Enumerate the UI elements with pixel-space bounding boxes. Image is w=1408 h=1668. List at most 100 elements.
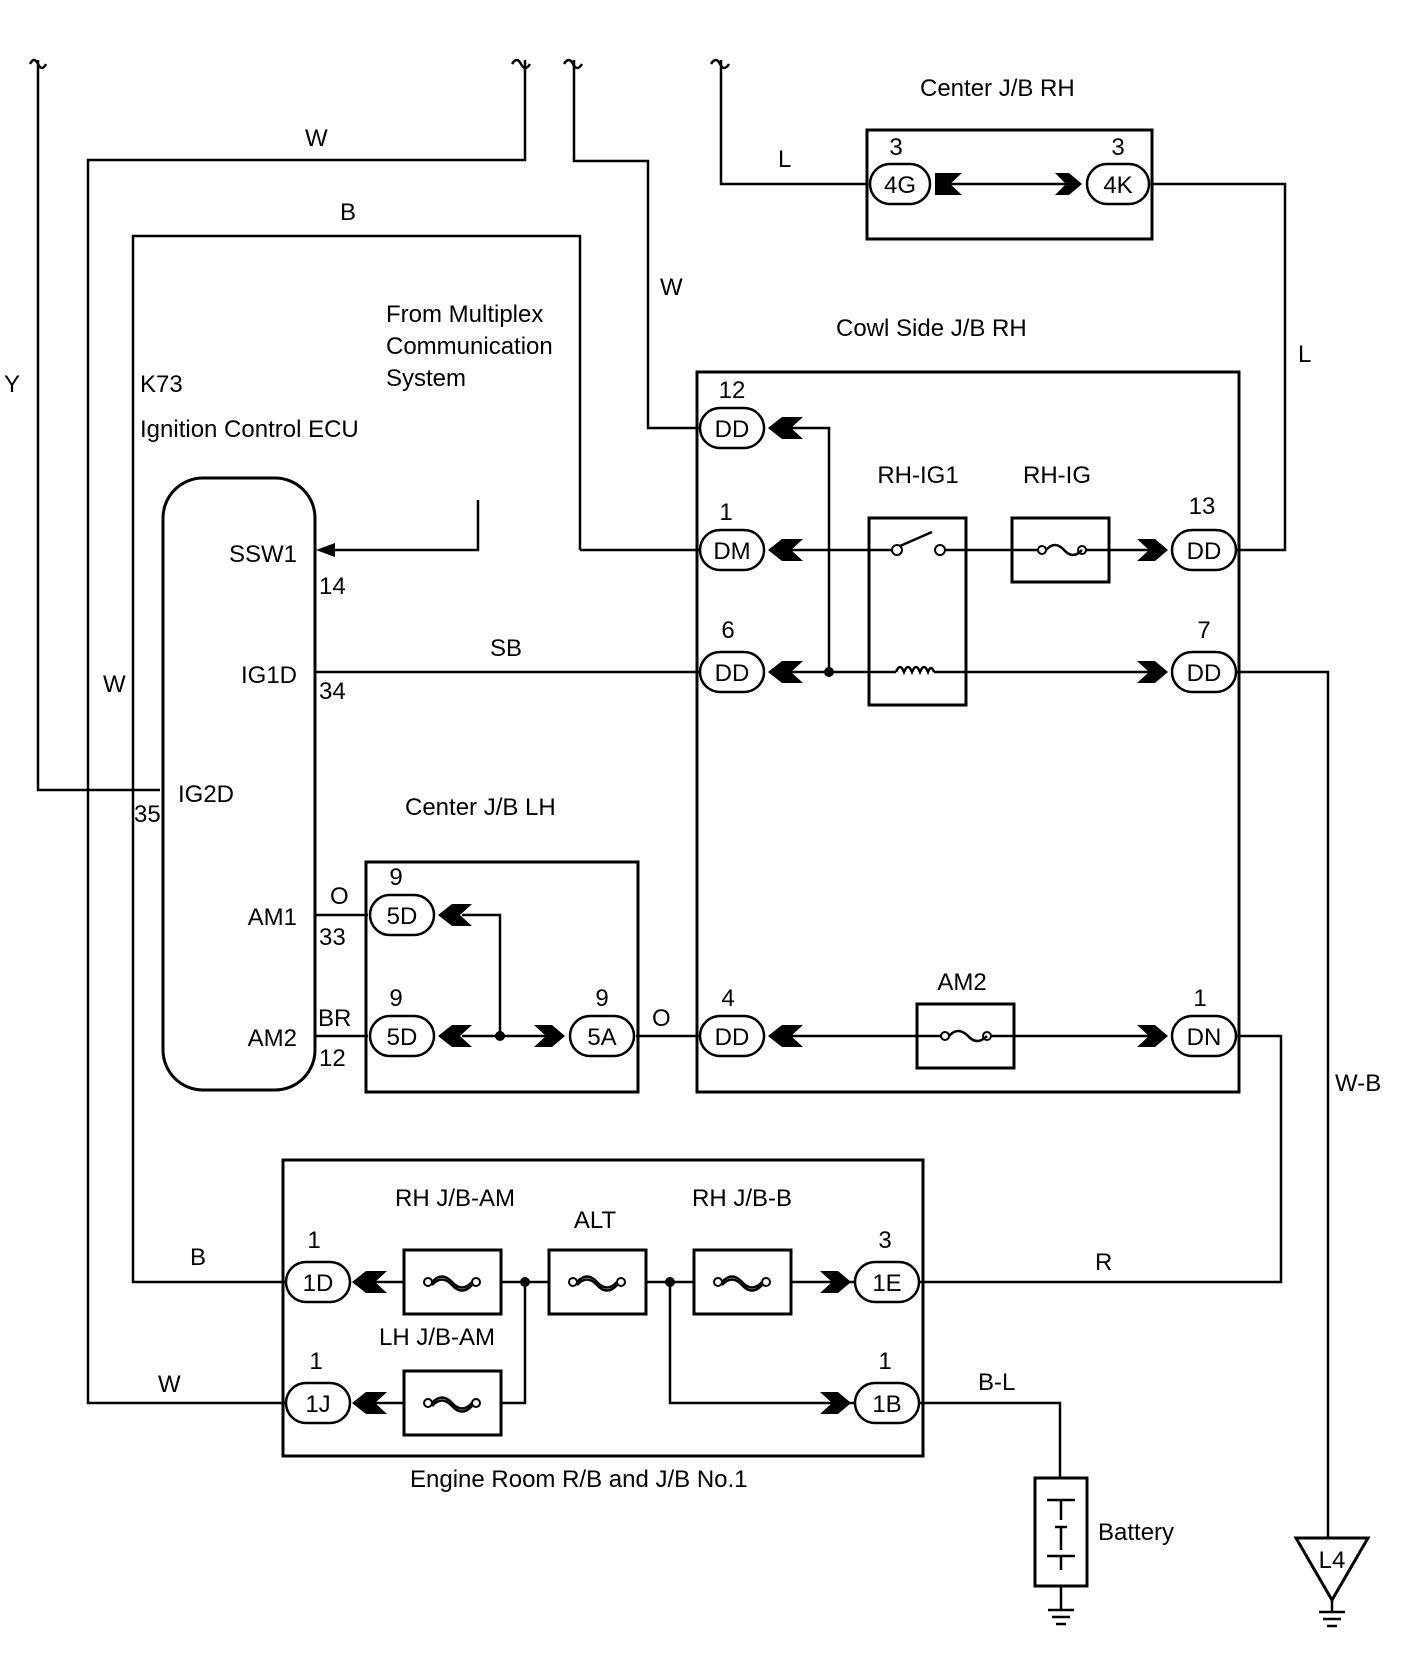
connector-1b: 1B 1 [820, 1348, 921, 1425]
multiplex-source-label: From Multiplex Communication System [386, 301, 553, 392]
svg-text:9: 9 [389, 985, 402, 1012]
pin-ig1d-num: 34 [319, 678, 346, 705]
wire-r [920, 1034, 1283, 1284]
ground-label: L4 [1319, 1547, 1346, 1574]
svg-text:3: 3 [1111, 134, 1124, 161]
svg-text:From Multiplex: From Multiplex [386, 301, 543, 328]
fuse-alt: ALT [547, 1207, 648, 1316]
svg-text:1E: 1E [872, 1270, 901, 1297]
wire-label-y: Y [4, 371, 20, 398]
svg-text:RH J/B-B: RH J/B-B [692, 1185, 792, 1212]
svg-text:6: 6 [721, 617, 734, 644]
connector-5d-am1: 5D 9 [368, 864, 472, 937]
ground-l4: L4 [1293, 1536, 1371, 1628]
pin-am1-name: AM1 [248, 904, 297, 931]
svg-text:DD: DD [1187, 538, 1222, 565]
junctions [495, 667, 834, 1287]
connector-1j: 1J 1 [284, 1348, 387, 1425]
svg-text:RH-IG: RH-IG [1023, 462, 1091, 489]
pin-am2-num: 12 [319, 1045, 346, 1072]
svg-text:ALT: ALT [574, 1207, 617, 1234]
engine-room-title: Engine Room R/B and J/B No.1 [410, 1466, 748, 1493]
wire-b-top [131, 234, 582, 1284]
svg-text:System: System [386, 365, 466, 392]
svg-text:DD: DD [1187, 660, 1222, 687]
wire-l-top [719, 60, 867, 186]
pin-ig1d-name: IG1D [241, 662, 297, 689]
wire-label-o-5a: O [652, 1005, 671, 1032]
svg-text:1: 1 [1193, 985, 1206, 1012]
svg-text:5A: 5A [587, 1024, 616, 1051]
cowl-side-jb-rh: Cowl Side J/B RH DD 12 DM 1 DD 6 DD 4 [695, 315, 1241, 1094]
fuse-lh-jb-am: LH J/B-AM [379, 1324, 503, 1437]
wire-w-top [86, 60, 527, 1405]
connector-1d: 1D 1 [284, 1227, 387, 1304]
wire-y [36, 60, 160, 792]
svg-text:RH-IG1: RH-IG1 [877, 462, 958, 489]
connector-dn-1: DN 1 [1137, 985, 1238, 1058]
wire-label-w-mid: W [660, 274, 683, 301]
wire-label-bl: B-L [978, 1369, 1015, 1396]
svg-text:RH J/B-AM: RH J/B-AM [395, 1185, 515, 1212]
center-jb-lh-title: Center J/B LH [405, 794, 556, 821]
wire-w-mid [572, 60, 700, 430]
connector-dd-12: DD 12 [698, 377, 803, 450]
svg-text:7: 7 [1197, 617, 1210, 644]
svg-text:1: 1 [309, 1348, 322, 1375]
svg-text:5D: 5D [387, 1024, 418, 1051]
wire-break-marks [28, 58, 731, 70]
wire-label-l-right: L [1298, 341, 1311, 368]
svg-text:Communication: Communication [386, 333, 553, 360]
connector-5d-am2: 5D 9 [368, 985, 472, 1058]
wire-label-w-bottom: W [158, 1371, 181, 1398]
wire-color-labels: W B W L L Y W SB O BR O W-B B W R B-L [4, 125, 1381, 1398]
svg-text:1: 1 [719, 499, 732, 526]
wire-wb [1236, 670, 1330, 1538]
pin-ssw1-name: SSW1 [229, 541, 297, 568]
svg-text:3: 3 [878, 1227, 891, 1254]
pin-ssw1-num: 14 [319, 573, 346, 600]
fuse-rh-jb-am: RH J/B-AM [395, 1185, 515, 1316]
wire-label-b-top: B [340, 199, 356, 226]
connector-4g: 4G 3 [868, 134, 962, 206]
connector-dd-4: DD 4 [698, 985, 803, 1058]
svg-text:12: 12 [719, 377, 746, 404]
ecu-connector-code: K73 [140, 371, 183, 398]
ecu-name: Ignition Control ECU [140, 416, 359, 443]
fuse-am2: AM2 [915, 969, 1016, 1070]
connector-1e: 1E 3 [820, 1227, 921, 1304]
svg-text:1: 1 [307, 1227, 320, 1254]
wire-label-w-top: W [305, 125, 328, 152]
pin-am2-name: AM2 [248, 1025, 297, 1052]
center-jb-lh: Center J/B LH 5D 9 5D 9 5A 9 [364, 794, 640, 1094]
svg-text:4K: 4K [1103, 172, 1132, 199]
svg-text:9: 9 [595, 985, 608, 1012]
fuse-rh-jb-b: RH J/B-B [692, 1185, 793, 1316]
wire-label-b-bottom: B [190, 1244, 206, 1271]
center-jb-rh-title: Center J/B RH [920, 75, 1075, 102]
svg-text:DD: DD [715, 416, 750, 443]
svg-text:DM: DM [713, 538, 750, 565]
wire-label-br-am2: BR [318, 1005, 351, 1032]
svg-text:1J: 1J [305, 1391, 330, 1418]
battery-label: Battery [1098, 1519, 1174, 1546]
cowl-jb-title: Cowl Side J/B RH [836, 315, 1027, 342]
svg-text:3: 3 [889, 134, 902, 161]
svg-text:13: 13 [1189, 493, 1216, 520]
svg-text:1: 1 [878, 1348, 891, 1375]
wire-label-sb: SB [490, 635, 522, 662]
connector-dm-1: DM 1 [698, 499, 803, 572]
svg-text:1B: 1B [872, 1391, 901, 1418]
svg-text:AM2: AM2 [937, 969, 986, 996]
wire-label-r: R [1095, 1249, 1112, 1276]
pin-ig2d-name: IG2D [178, 781, 234, 808]
connector-5a: 5A 9 [534, 985, 636, 1058]
svg-text:1D: 1D [303, 1270, 334, 1297]
svg-text:9: 9 [389, 864, 402, 891]
relay-rh-ig1: RH-IG1 [867, 462, 968, 707]
ssw1-arrow [316, 543, 335, 557]
wire-multiplex [330, 500, 480, 552]
wires [36, 60, 1330, 1538]
center-jb-rh: Center J/B RH 4G 3 4K 3 [865, 75, 1154, 241]
svg-text:DN: DN [1187, 1024, 1222, 1051]
